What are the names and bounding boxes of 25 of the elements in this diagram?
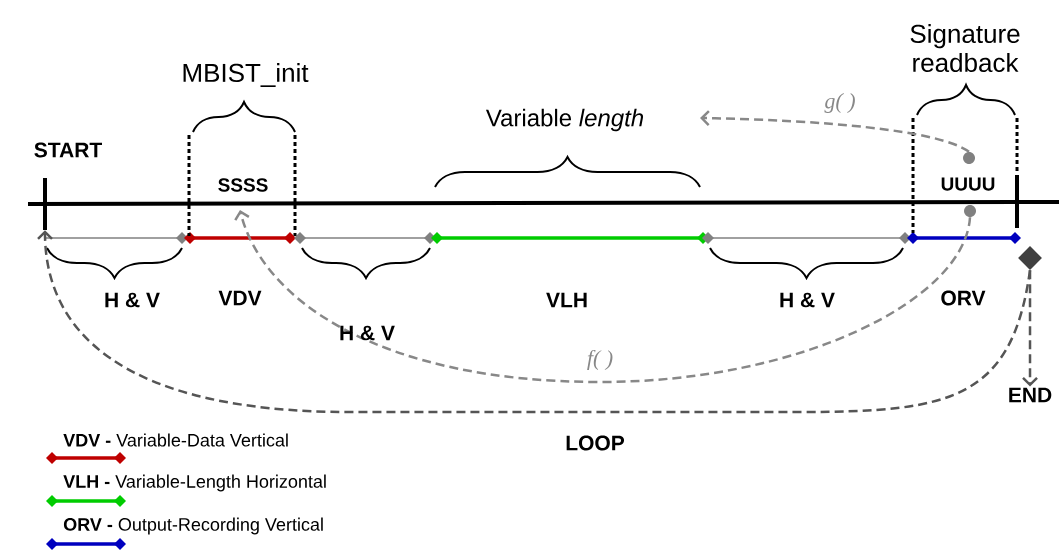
edge-label: g( ) [823, 92, 857, 114]
legend-text: VDV - Variable-Data Vertical [63, 433, 288, 447]
arrow [37, 230, 1032, 414]
bracket-label: MBIST_init [183, 63, 309, 87]
segment-label: H & V [780, 292, 835, 308]
bit-pattern: UUUU [941, 177, 995, 191]
segment-label: VDV [218, 290, 262, 306]
legend-text: VLH - Variable-Length Horizontal [63, 474, 326, 492]
legend-text: ORV - Output-Recording Vertical [63, 517, 323, 535]
end-diamond [1018, 246, 1042, 270]
segment-label: ORV [941, 290, 986, 306]
arrow [1022, 270, 1038, 387]
bracket-label: Signature readback [910, 23, 1020, 73]
segment-label: VLH [546, 292, 587, 308]
edge-label: f( ) [585, 348, 615, 372]
segment-label: H & V [105, 292, 160, 308]
terminal-label: END [1009, 387, 1052, 403]
edge-label: LOOP [564, 434, 626, 452]
terminal-label: START [34, 142, 102, 158]
arrow [234, 210, 972, 384]
bit-pattern: SSSS [218, 178, 268, 192]
arrow [700, 110, 970, 153]
start-tick [43, 178, 47, 230]
bracket-label: Variable length [485, 108, 644, 132]
segment-label: H & V [340, 325, 395, 341]
